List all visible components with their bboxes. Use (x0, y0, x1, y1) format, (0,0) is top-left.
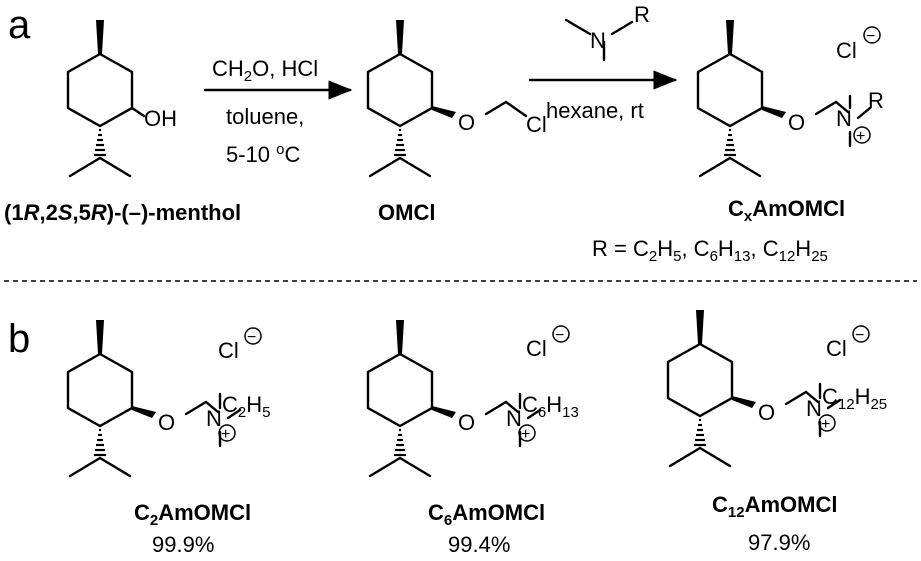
chlorine-atom: Cl (526, 112, 547, 137)
c12-positive-charge: + (821, 416, 830, 433)
amine-reagent (564, 18, 634, 62)
c6amomcl-yield: 99.4% (448, 532, 510, 557)
menthol-structure (66, 18, 146, 178)
c12-chloride-ion: Cl (826, 336, 847, 361)
step2-conditions: hexane, rt (546, 98, 644, 123)
menthol-label: (1R,2S,5R)-(–)-menthol (4, 200, 241, 225)
ether-oxygen: O (458, 110, 475, 135)
amine-nitrogen: N (590, 28, 606, 53)
panel-b-label: b (8, 317, 30, 361)
c12-negative-charge: − (855, 327, 864, 344)
c2amomcl-label: C2AmOMCl (134, 500, 251, 529)
c6amomcl-structure (366, 318, 542, 478)
quaternary-nitrogen: N (836, 106, 852, 131)
c12amomcl-label: C12AmOMCl (712, 492, 837, 521)
c6-nitrogen: N (506, 406, 522, 431)
panel-a-label: a (8, 3, 31, 47)
c12amomcl-structure (666, 308, 842, 468)
c6amomcl-label: C6AmOMCl (428, 500, 545, 529)
c12-ether-oxygen: O (758, 400, 775, 425)
cxamomcl-label: CxAmOMCl (728, 196, 845, 225)
positive-charge: + (856, 128, 865, 145)
negative-charge: − (866, 28, 875, 45)
c2-ether-oxygen: O (158, 410, 175, 435)
c2-chloride-ion: Cl (218, 338, 239, 363)
cxamomcl-structure (696, 18, 872, 178)
omcl-structure (366, 18, 528, 178)
c6-ether-oxygen: O (458, 410, 475, 435)
r-group-definitions: R = C2H5, C6H13, C12H25 (592, 236, 828, 265)
step1-solvent: toluene, (226, 104, 304, 129)
c12-substituent: C12H25 (822, 384, 887, 413)
c2-positive-charge: + (221, 426, 230, 443)
chloride-ion: Cl (836, 38, 857, 63)
hydroxyl-group: OH (144, 106, 177, 131)
c12amomcl-yield: 97.9% (748, 530, 810, 555)
c6-negative-charge: − (555, 327, 564, 344)
c2amomcl-structure (66, 318, 242, 478)
c2-substituent: C2H5 (222, 392, 270, 421)
amine-r-group: R (634, 2, 650, 27)
product-r-group: R (868, 88, 884, 113)
omcl-label: OMCl (378, 200, 435, 225)
c6-positive-charge: + (521, 426, 530, 443)
c2-nitrogen: N (206, 406, 222, 431)
c2-negative-charge: − (247, 329, 256, 346)
step1-reagents: CH2O, HCl (212, 56, 318, 85)
c6-chloride-ion: Cl (526, 336, 547, 361)
c2amomcl-yield: 99.9% (152, 532, 214, 557)
c6-substituent: C6H13 (522, 392, 579, 421)
product-ether-oxygen: O (788, 110, 805, 135)
c12-nitrogen: N (806, 396, 822, 421)
step1-temperature: 5-10 oC (226, 141, 301, 167)
